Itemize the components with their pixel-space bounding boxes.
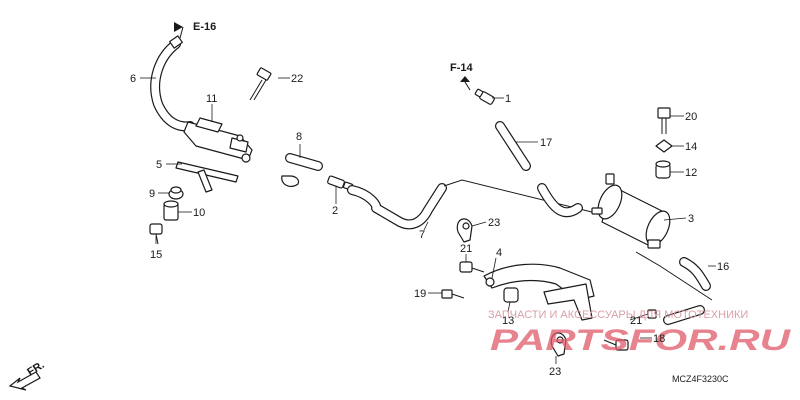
callouts: 1 2 3 4 5 6 7 8 9 10 11 12 13 14 15 16 1…	[130, 73, 729, 378]
reference-f14-label: F-14	[450, 62, 474, 74]
watermark-logo: PARTSFOR.RU	[490, 324, 792, 357]
reference-e16: E-16	[174, 21, 216, 39]
collar-13	[503, 287, 519, 303]
grommet-9	[168, 186, 184, 200]
front-direction-indicator: FR.	[8, 359, 47, 391]
hose-16	[679, 257, 711, 291]
grommet-12	[655, 160, 671, 179]
callout-9: 9	[149, 188, 155, 200]
callout-3: 3	[688, 213, 694, 225]
hose-17	[495, 121, 583, 218]
hose-8	[281, 153, 323, 188]
callout-16: 16	[717, 261, 729, 273]
bolt-15	[149, 223, 163, 245]
watermark-tagline: ЗАПЧАСТИ И АКСЕССУАРЫ ДЛЯ МОТОТЕХНИКИ	[488, 309, 748, 321]
arrow-icon	[460, 76, 470, 82]
callout-5: 5	[156, 159, 162, 171]
callout-20: 20	[685, 111, 697, 123]
callout-18: 18	[653, 333, 665, 345]
canister-routing-line	[635, 251, 713, 301]
arrow-icon	[174, 22, 183, 32]
callout-22: 22	[291, 73, 303, 85]
callout-19: 19	[414, 288, 426, 300]
bracket-5	[175, 161, 239, 193]
callout-17: 17	[540, 137, 552, 149]
collar-10	[163, 200, 179, 221]
front-arrow-icon	[8, 371, 41, 391]
hose-7	[347, 183, 447, 230]
leader-lines	[140, 77, 716, 364]
bolt-19	[441, 289, 465, 299]
callout-1: 1	[505, 93, 511, 105]
callout-10: 10	[193, 207, 205, 219]
bolt-18-fastener	[603, 339, 629, 351]
callout-4: 4	[496, 247, 502, 259]
callout-14: 14	[685, 141, 697, 153]
hose-18	[663, 305, 705, 325]
callout-2: 2	[332, 205, 338, 217]
reference-f14: F-14	[450, 62, 474, 91]
callout-21-right: 21	[630, 315, 642, 327]
reference-e16-label: E-16	[193, 21, 216, 33]
callout-23-lower: 23	[549, 366, 561, 378]
diagram-code: MCZ4F3230C	[672, 374, 729, 384]
callout-21-left: 21	[460, 243, 472, 255]
bolt-20	[657, 107, 671, 134]
callout-13: 13	[502, 315, 514, 327]
callout-15: 15	[150, 249, 162, 261]
hose-6	[150, 35, 195, 132]
watermark: ЗАПЧАСТИ И АКСЕССУАРЫ ДЛЯ МОТОТЕХНИКИ PA…	[488, 309, 792, 357]
clamp-23-upper	[456, 218, 473, 243]
solenoid-valve-11	[183, 117, 253, 163]
bolt-22	[249, 67, 272, 101]
callout-6: 6	[130, 73, 136, 85]
canister-3	[591, 173, 671, 249]
callout-11: 11	[206, 93, 217, 105]
bolt-21-left	[459, 261, 485, 273]
clamp-23-lower	[550, 332, 567, 357]
joint-1	[474, 88, 495, 105]
stay-4	[483, 263, 595, 321]
callout-23-upper: 23	[488, 217, 500, 229]
callout-8: 8	[296, 131, 302, 143]
washer-14	[655, 139, 673, 153]
callout-12: 12	[685, 167, 697, 179]
callout-7: 7	[419, 229, 425, 241]
